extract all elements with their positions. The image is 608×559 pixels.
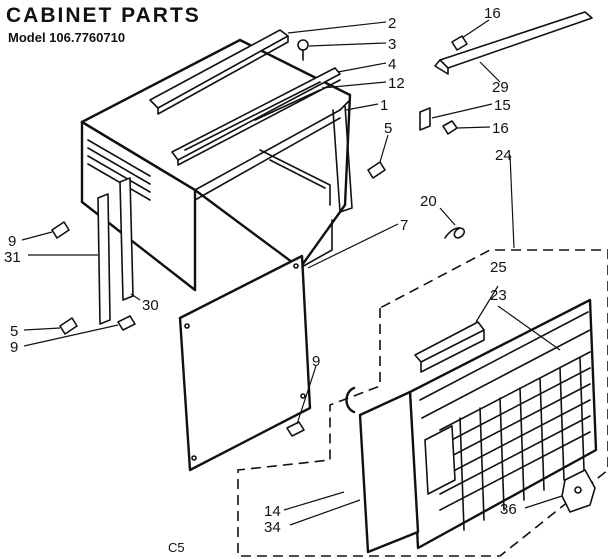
screw-9-left-upper bbox=[51, 221, 70, 239]
callout-29: 29 bbox=[492, 79, 509, 96]
side-strip-30 bbox=[119, 177, 134, 301]
screw-5-right bbox=[367, 161, 386, 179]
callout-16-mid: 16 bbox=[492, 120, 509, 137]
callout-20: 20 bbox=[420, 193, 437, 210]
model-number: Model 106.7760710 bbox=[8, 30, 126, 45]
callout-5-left: 5 bbox=[10, 323, 18, 340]
front-grille-23 bbox=[408, 298, 598, 550]
callout-23: 23 bbox=[490, 287, 507, 304]
callout-34: 34 bbox=[264, 519, 281, 536]
clip-15 bbox=[419, 107, 431, 131]
panel-7 bbox=[178, 254, 312, 472]
callout-16-top: 16 bbox=[484, 5, 501, 22]
callout-1: 1 bbox=[380, 97, 388, 114]
screw-9-left-lower bbox=[117, 315, 136, 331]
screw-16-top bbox=[451, 35, 468, 51]
bracket-29 bbox=[434, 11, 593, 75]
callout-14: 14 bbox=[264, 503, 281, 520]
callout-9-panel: 9 bbox=[312, 353, 320, 370]
callout-3: 3 bbox=[388, 36, 396, 53]
diagram-title: CABINET PARTS bbox=[6, 4, 201, 27]
callout-7: 7 bbox=[400, 217, 408, 234]
callout-30: 30 bbox=[142, 297, 159, 314]
callout-12: 12 bbox=[388, 75, 405, 92]
rail-12 bbox=[184, 81, 321, 151]
callout-2: 2 bbox=[388, 15, 396, 32]
screw-3 bbox=[297, 39, 309, 61]
top-rail-2 bbox=[149, 29, 289, 115]
knob-36 bbox=[561, 469, 596, 513]
callout-9-left-lower: 9 bbox=[10, 339, 18, 356]
leader-lines bbox=[21, 19, 563, 526]
strip-25 bbox=[414, 321, 485, 373]
filter-14 bbox=[358, 390, 420, 554]
callout-5-right: 5 bbox=[384, 120, 392, 137]
screw-16-mid bbox=[442, 120, 458, 135]
callout-24: 24 bbox=[495, 147, 512, 164]
callout-36: 36 bbox=[500, 501, 517, 518]
callout-labels: 2 3 4 12 1 5 16 29 15 16 24 20 7 9 31 30… bbox=[4, 5, 517, 536]
screw-5-left bbox=[59, 317, 78, 335]
diagram-code: C5 bbox=[168, 540, 185, 555]
callout-9-left-upper: 9 bbox=[8, 233, 16, 250]
callout-31: 31 bbox=[4, 249, 21, 266]
side-strip-31 bbox=[97, 193, 111, 325]
callout-15: 15 bbox=[494, 97, 511, 114]
clip-34 bbox=[345, 386, 356, 414]
spring-clip-20 bbox=[444, 227, 465, 239]
screw-9-panel bbox=[286, 421, 305, 437]
callout-4: 4 bbox=[388, 56, 396, 73]
callout-25: 25 bbox=[490, 259, 507, 276]
